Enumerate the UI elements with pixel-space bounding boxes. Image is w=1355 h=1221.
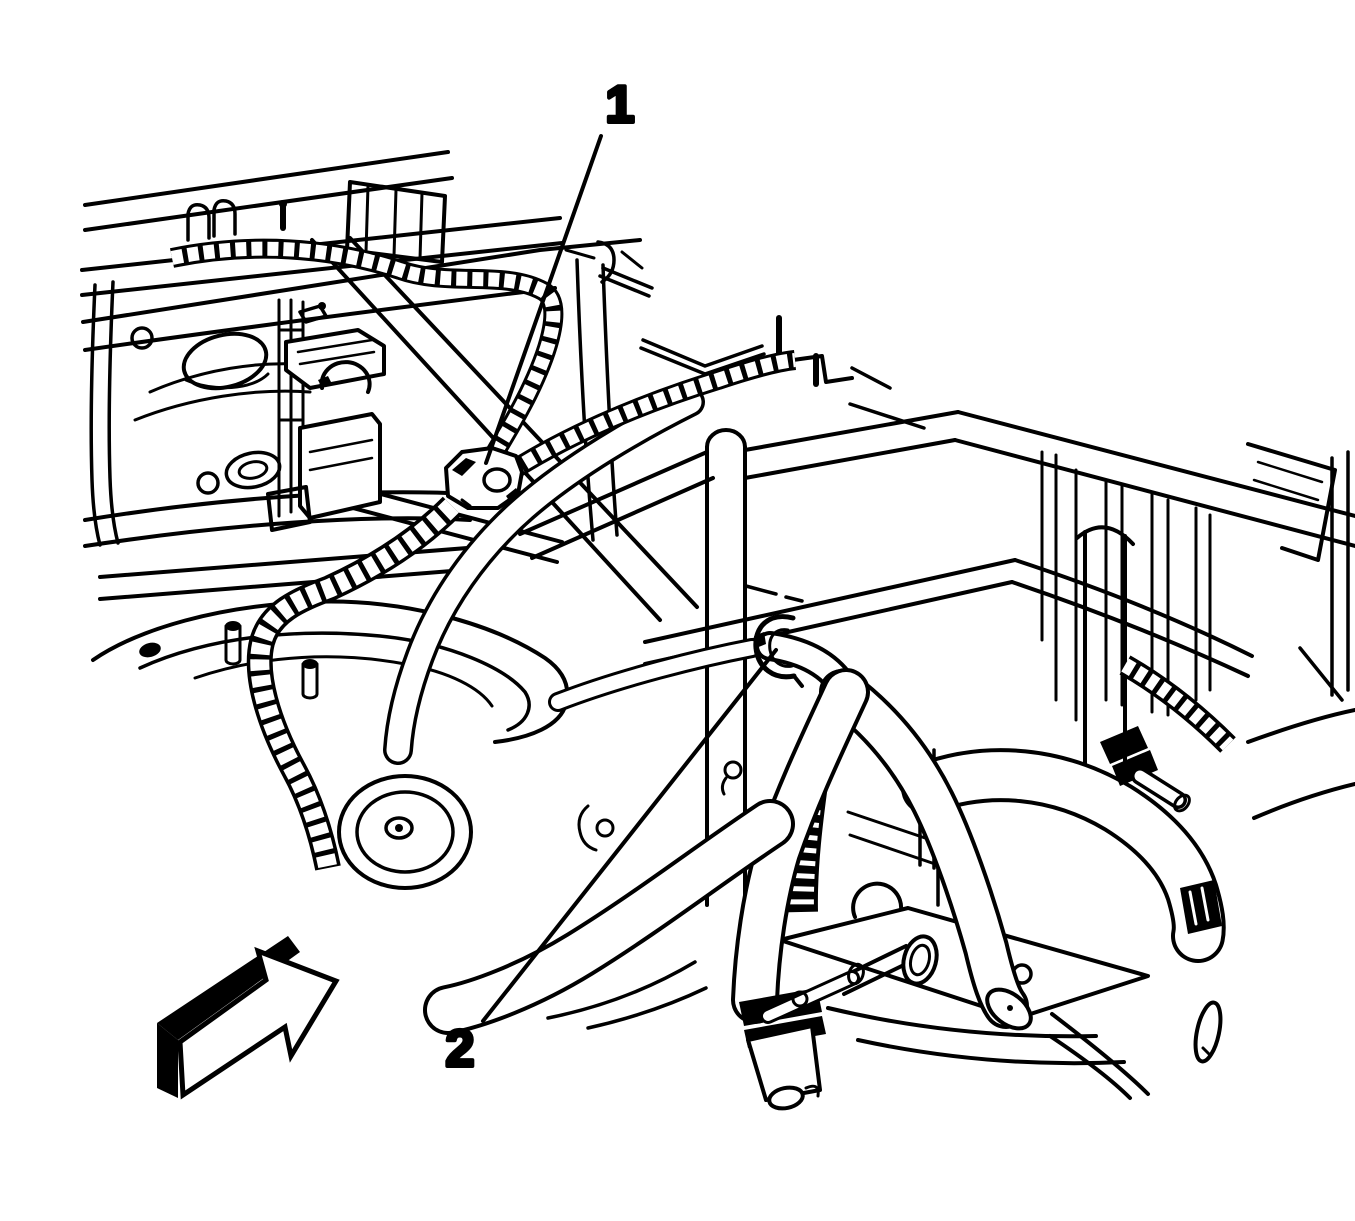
right-harness-conduit [1119, 655, 1236, 753]
direction-arrow-icon [157, 936, 340, 1100]
right-hose-clamp [1100, 726, 1222, 934]
smooth-hose-run [383, 387, 705, 765]
engine-block-details [577, 746, 1150, 1020]
bolt-head [139, 642, 161, 658]
wiring-harness-trunk [169, 238, 797, 489]
callout-2-leader-line [481, 648, 778, 1023]
harness-connector [444, 446, 524, 510]
strut-tower [91, 599, 570, 744]
harness-retainer-clip [753, 614, 804, 688]
electrical-module [224, 298, 386, 532]
hose-assembly [423, 668, 1355, 1035]
subframe-curves [826, 1000, 1223, 1100]
connector-notch [319, 360, 372, 394]
hose-clamp-and-stub [739, 962, 865, 1111]
callout-1-label: 1 [606, 76, 635, 134]
callout-2-label: 2 [446, 1020, 475, 1078]
grommet-oval [1193, 1000, 1223, 1064]
callout-1-leader-line [484, 134, 603, 465]
callout-2: 2 [444, 648, 778, 1080]
cowl-channel-bracket [345, 180, 447, 264]
callout-1: 1 [484, 74, 636, 465]
strut-studs [224, 621, 319, 700]
wiring-harness-branch [246, 496, 462, 871]
heater-pipe [548, 631, 860, 712]
pulley [337, 774, 473, 890]
cowl-bracket-hooks [186, 198, 287, 242]
